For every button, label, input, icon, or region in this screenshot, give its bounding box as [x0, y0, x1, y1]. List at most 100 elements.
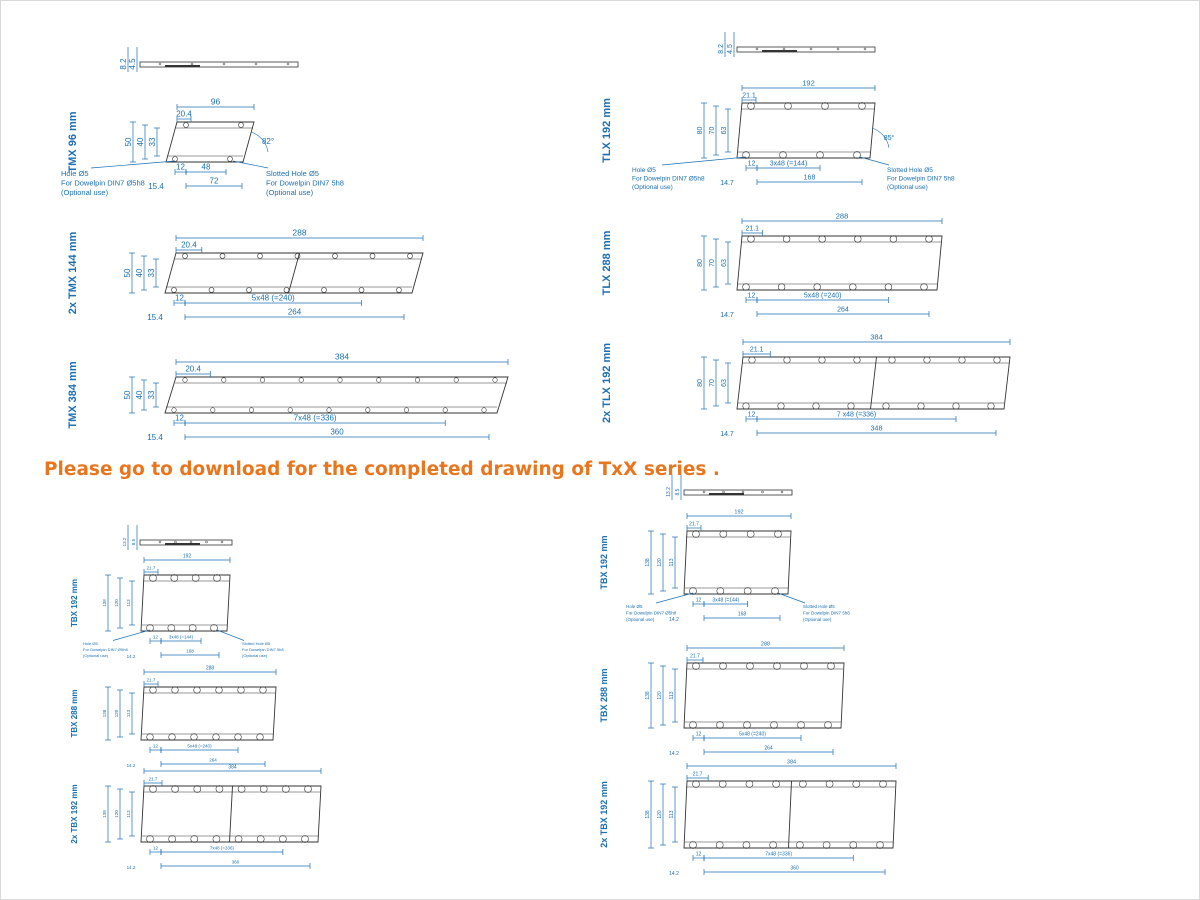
mounting-hole — [188, 624, 197, 632]
edge-label: 14.2 — [127, 865, 136, 870]
mounting-hole — [492, 377, 498, 383]
hole-offset-label: 21.7 — [690, 654, 700, 660]
edge-label: 14.2 — [669, 751, 679, 757]
hole-offset-label: 21.7 — [689, 522, 699, 528]
edge-label: 14.2 — [669, 617, 679, 623]
hole-offset-label: 21.7 — [693, 772, 703, 778]
edge-label: 14.7 — [720, 312, 734, 319]
mounting-hole — [746, 530, 755, 538]
height-outer-label: 138 — [102, 599, 107, 607]
mounting-hole — [407, 253, 413, 259]
mounting-hole — [149, 785, 157, 793]
section-title: TBX 288 mm — [70, 689, 79, 737]
mounting-hole — [283, 287, 290, 293]
mounting-hole — [719, 530, 728, 538]
section-title: 2x TLX 192 mm — [601, 343, 613, 423]
slot-note: (Optional use) — [242, 653, 268, 658]
mounting-hole — [692, 662, 700, 670]
mounting-hole — [718, 780, 727, 788]
mounting-hole — [747, 102, 755, 110]
plate-outline — [736, 356, 1011, 410]
mounting-hole — [149, 574, 157, 582]
mounting-hole — [800, 662, 808, 670]
mounting-hole — [816, 151, 824, 159]
pitch-label: 5x48 (=240) — [739, 732, 766, 738]
mounting-hole — [403, 407, 410, 413]
mounting-hole — [925, 235, 933, 243]
mounting-hole — [193, 686, 201, 694]
section-title: TMX 384 mm — [67, 361, 79, 428]
mounting-hole — [888, 356, 896, 364]
span-label: 360 — [232, 860, 240, 865]
profile-hole — [189, 540, 193, 544]
pitch-label: 7x48 (=336) — [210, 846, 235, 851]
thickness-label: 8.5 — [675, 488, 681, 495]
height-inner-label: 63 — [721, 259, 728, 267]
overall-width-label: 192 — [802, 79, 815, 88]
mounting-hole — [149, 686, 157, 694]
span-label: 264 — [837, 307, 849, 314]
height-outer-label: 50 — [124, 137, 133, 146]
height-outer-label: 138 — [645, 691, 651, 700]
mounting-hole — [171, 407, 177, 413]
height-mid-label: 70 — [709, 127, 716, 135]
slot-note: For Dowelpin DIN7 5h8 — [266, 179, 344, 188]
hole-note: For Dowelpin DIN7 Ø5h8 — [83, 647, 128, 652]
mounting-hole — [958, 356, 966, 364]
height-inner-label: 113 — [669, 558, 675, 566]
angle-label: 82° — [262, 137, 274, 146]
profile-hole — [174, 540, 177, 544]
mounting-hole — [774, 530, 782, 538]
section-title: TMX 96 mm — [67, 111, 79, 172]
span-label: 264 — [209, 758, 217, 763]
mounting-hole — [779, 151, 787, 159]
height-outer-label: 138 — [102, 810, 107, 818]
profile-hole — [755, 47, 759, 51]
mounting-hole — [822, 841, 831, 849]
height-mid-label: 120 — [657, 691, 663, 700]
profile-hole — [205, 540, 208, 544]
hole-offset-label: 20.4 — [185, 365, 201, 374]
plate-outline — [736, 102, 876, 159]
mounting-hole — [745, 780, 754, 788]
thickness-label: 13.2 — [122, 537, 127, 546]
section-title: TBX 288 mm — [599, 668, 609, 722]
plate-joint — [288, 252, 300, 294]
mounting-hole — [146, 733, 154, 741]
mounting-hole — [227, 156, 233, 162]
hole-offset-label: 20.4 — [181, 241, 197, 250]
mounting-hole — [879, 780, 887, 788]
section-title: 2x TBX 192 mm — [70, 784, 79, 843]
pitch-label: 7x48 (=336) — [765, 852, 792, 858]
mounting-hole — [824, 721, 832, 729]
hole-offset-label: 21.1 — [745, 226, 759, 233]
left-step-label: 12 — [153, 635, 159, 640]
mounting-hole — [689, 587, 697, 595]
mounting-hole — [818, 356, 826, 364]
mounting-hole — [326, 407, 332, 413]
span-label: 168 — [804, 175, 816, 182]
mounting-hole — [689, 841, 697, 849]
hole-note: Hole Ø5 — [83, 641, 98, 646]
left-step-label: 12 — [175, 414, 184, 423]
dimension-line — [859, 156, 890, 166]
height-outer-label: 50 — [123, 268, 132, 277]
mounting-hole — [337, 377, 343, 383]
span-label: 360 — [790, 866, 799, 872]
mounting-hole — [190, 733, 198, 741]
overall-width-label: 192 — [734, 510, 743, 516]
slot-note: (Optional use) — [887, 184, 928, 191]
mounting-hole — [171, 785, 179, 793]
mounting-hole — [952, 402, 960, 410]
mounting-hole — [256, 733, 264, 741]
mounting-hole — [783, 356, 791, 364]
span-label: 360 — [330, 428, 344, 437]
mounting-hole — [923, 356, 931, 364]
pitch-label: 3x48 (=144) — [712, 598, 739, 604]
mounting-hole — [777, 283, 786, 291]
